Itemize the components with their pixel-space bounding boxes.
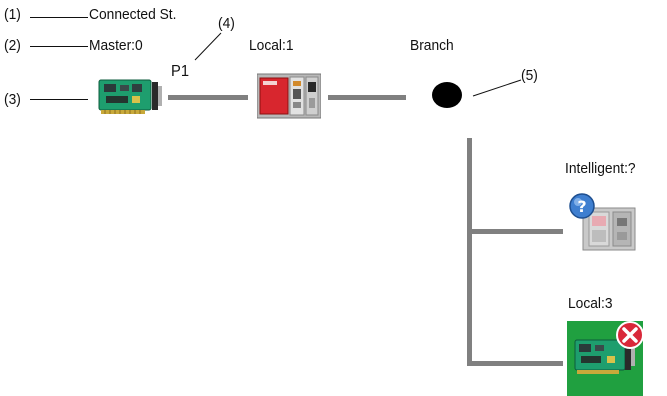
master-port-label: P1 (171, 63, 190, 80)
svg-text:?: ? (577, 197, 586, 216)
branch-label: Branch (410, 37, 454, 54)
callout-1: (1) (4, 6, 21, 23)
callout-2: (2) (4, 37, 21, 54)
intelligent-station-icon[interactable]: ? (567, 192, 639, 252)
plc-cpu-icon (257, 73, 321, 119)
callout-4-leader (194, 32, 222, 61)
callout-1-leader (30, 17, 88, 18)
local3-station-name: Local:3 (568, 295, 613, 312)
branch-to-local3-line[interactable] (467, 361, 563, 366)
link-local1-branch[interactable] (328, 95, 406, 100)
unknown-station-icon: ? (569, 193, 636, 251)
callout-5: (5) (521, 67, 538, 84)
callout-5-leader (472, 79, 522, 97)
master-station-title: Connected St. (89, 6, 177, 23)
callout-3-leader (30, 99, 88, 100)
local3-station-icon[interactable] (567, 318, 645, 396)
error-board-icon (567, 321, 644, 396)
local1-station-icon[interactable] (257, 72, 321, 120)
network-board-icon (98, 79, 162, 114)
callout-3: (3) (4, 91, 21, 108)
callout-4: (4) (218, 15, 235, 32)
master-station-icon[interactable] (98, 76, 164, 116)
local1-station-name: Local:1 (249, 37, 294, 54)
branch-trunk-line[interactable] (467, 138, 472, 366)
intelligent-station-name: Intelligent:? (565, 160, 636, 177)
branch-to-intelligent-line[interactable] (467, 229, 563, 234)
branch-node-icon (432, 82, 462, 108)
master-station-name: Master:0 (89, 37, 143, 54)
link-master-local1[interactable] (168, 95, 248, 100)
callout-2-leader (30, 46, 88, 47)
branch-node[interactable] (430, 80, 464, 110)
